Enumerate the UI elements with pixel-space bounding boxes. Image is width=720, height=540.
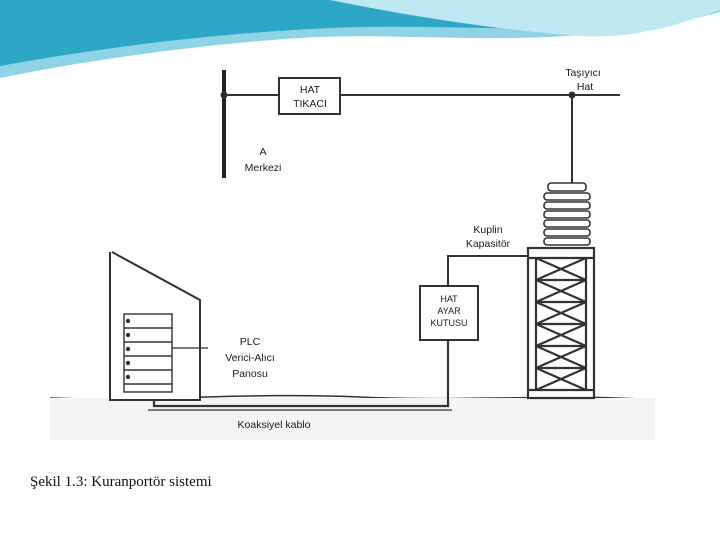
- figure-caption: Şekil 1.3: Kuranportör sistemi: [30, 474, 212, 490]
- header-wave-highlight: [330, 0, 720, 37]
- station-label-1: A: [259, 146, 266, 158]
- plc-panel-label-2: Verici-Alıcı: [225, 352, 275, 364]
- carrier-line-label-2: Hat: [577, 81, 593, 93]
- tuning-box-label-2: AYAR: [437, 306, 461, 316]
- plc-panel-rack: [123, 313, 173, 393]
- ground-strip: [50, 398, 655, 440]
- carrier-line-label-1: Taşıyıcı: [565, 67, 601, 79]
- plc-panel-label-1: PLC: [240, 336, 261, 348]
- tuning-box-label-3: KUTUSU: [430, 318, 467, 328]
- coupling-cap-label-1: Kuplin: [473, 224, 502, 236]
- line-trap-box: [278, 77, 341, 115]
- capacitor-tower: [526, 246, 596, 400]
- coupling-capacitor-insulator: [543, 182, 591, 246]
- coax-cable-label: Koaksiyel kablo: [238, 419, 311, 431]
- plc-panel-label-3: Panosu: [232, 368, 268, 380]
- slide-header-waves: [0, 0, 720, 78]
- tuning-to-capacitor-wire: [447, 255, 528, 286]
- line-trap-label-1: HAT: [300, 84, 321, 96]
- line-trap-label-2: TIKACI: [293, 98, 327, 110]
- tuning-box: [419, 285, 479, 341]
- coupling-cap-label-2: Kapasitör: [466, 238, 511, 250]
- tuning-box-label-1: HAT: [440, 294, 458, 304]
- station-label-2: Merkezi: [245, 162, 282, 174]
